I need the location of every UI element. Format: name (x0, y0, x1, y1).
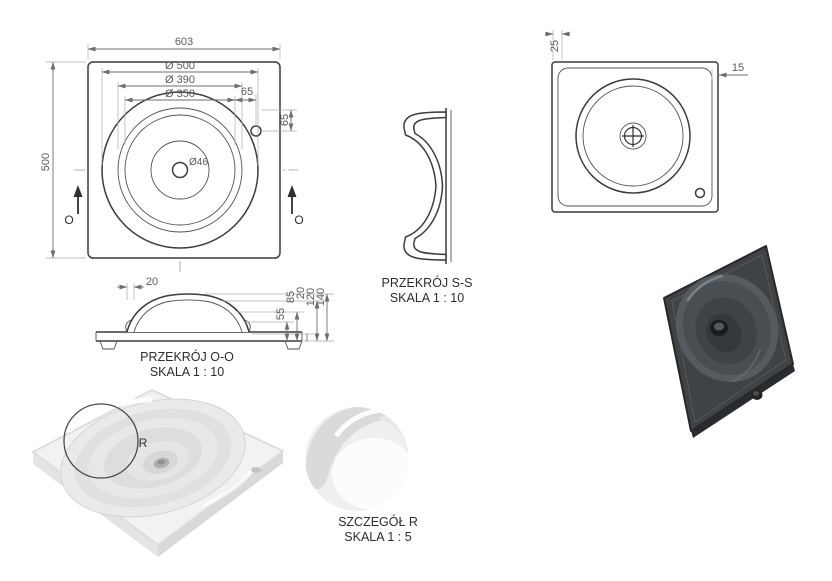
detail-highlight-surface (332, 438, 409, 510)
dim-d390: Ø 390 (165, 74, 195, 86)
drain-circle (171, 161, 189, 179)
detail-r-scale: SKALA 1 : 5 (344, 530, 411, 544)
dim-25: 25 (549, 40, 561, 52)
view-section-oo: 20 55 85 20 120 140 PRZEKRÓJ O-O SKALA 1… (95, 276, 334, 379)
rim-curl-right (244, 319, 251, 333)
section-arrow-left (73, 185, 83, 214)
section-label-o-right: O (294, 213, 303, 227)
faucet-hole-render (251, 467, 261, 473)
bowl-render (60, 398, 246, 518)
dim-500: 500 (40, 153, 52, 171)
drain-ring (619, 122, 647, 150)
bowl-dome-outer (126, 293, 250, 333)
dim-20: 20 (295, 287, 307, 299)
dim-85: 85 (285, 291, 297, 303)
overflow-hole-2 (694, 187, 706, 199)
section-ss-scale: SKALA 1 : 10 (390, 291, 464, 305)
section-oo-title: PRZEKRÓJ O-O (140, 349, 234, 364)
dark-highlight-arc-2 (732, 349, 761, 382)
clip-bracket-left (99, 340, 118, 350)
bowl-circle-500 (101, 91, 259, 249)
dim-140: 140 (315, 288, 327, 306)
clip-bracket-right (284, 340, 303, 350)
dim-65-vertical: 65 (279, 114, 291, 126)
section-label-o-left: O (64, 213, 73, 227)
section-oo-scale: SKALA 1 : 10 (150, 365, 224, 379)
dark-highlight-arc (686, 274, 724, 302)
render-iso-light: R (32, 389, 284, 557)
highlight-arc (67, 397, 153, 433)
bowl-outer-circle (575, 78, 691, 194)
bowl-circle-390 (117, 107, 243, 233)
dark-rim-inner-outline (671, 254, 787, 423)
view-section-ss: PRZEKRÓJ S-S SKALA 1 : 10 (382, 108, 473, 305)
highlight-arc-2 (203, 468, 254, 507)
dark-drain-cap (714, 322, 724, 331)
dim-603: 603 (175, 36, 193, 48)
dim-drain-d46: Ø46 (189, 157, 208, 168)
view-plan-dimensioned: 603 Ø 500 Ø 390 Ø 350 65 65 500 Ø46 O O (40, 36, 304, 272)
dark-counter-edge (691, 364, 795, 438)
detail-rim-band (305, 407, 404, 489)
dim-15: 15 (732, 62, 744, 74)
dim-d500: Ø 500 (165, 60, 195, 72)
rim-curl-left (125, 319, 132, 333)
dark-faucet-hole-rim (753, 391, 759, 396)
counter-side-right (158, 451, 283, 557)
dim-rim-20: 20 (146, 276, 158, 288)
bowl-inner-circle (582, 85, 684, 187)
bowl-circle-350 (124, 114, 236, 226)
rim-inner-outline (557, 67, 713, 207)
render-iso-dark (663, 245, 795, 438)
dim-55: 55 (275, 308, 287, 320)
bowl-profile-ss (403, 111, 447, 261)
bowl-dome-inner (133, 299, 243, 333)
drain-cross-symbol (622, 125, 644, 147)
section-arrow-right (287, 185, 297, 214)
detail-r-marker-circle (63, 403, 139, 479)
section-ss-title: PRZEKRÓJ S-S (382, 275, 473, 290)
render-detail-r: SZCZEGÓŁ R SKALA 1 : 5 (305, 407, 418, 544)
dim-120: 120 (305, 288, 317, 306)
dim-d350: Ø 350 (165, 88, 195, 100)
detail-r-title: SZCZEGÓŁ R (338, 514, 418, 529)
bowl-bottom-circle (150, 140, 210, 200)
view-plan-right: 25 15 (545, 30, 748, 213)
dim-65-horizontal: 65 (241, 86, 253, 98)
detail-r-marker-label: R (139, 436, 148, 450)
